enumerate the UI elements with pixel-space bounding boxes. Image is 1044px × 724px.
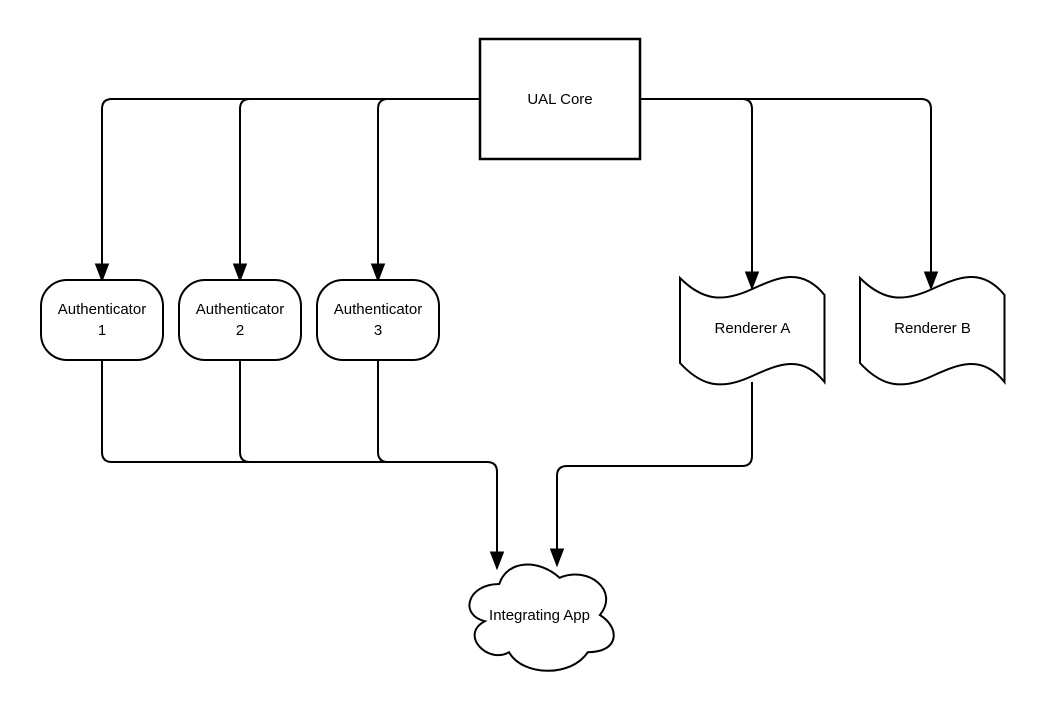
edge-authenticators-integrating-app	[101, 359, 498, 554]
node-authenticator-2	[178, 279, 302, 361]
arrowhead-integrating-app-right	[549, 548, 565, 568]
arrowhead-auth2	[232, 263, 248, 283]
node-authenticator-1	[40, 279, 164, 361]
edge-ualcore-auth1	[101, 98, 480, 266]
edges	[94, 98, 939, 571]
edge-renderer-a-integrating-app	[556, 382, 753, 551]
edge-ualcore-auth3	[377, 98, 389, 266]
node-renderer-b	[859, 275, 1006, 386]
edge-ualcore-renderer-a	[741, 98, 753, 274]
arrowhead-renderer-b	[923, 271, 939, 291]
arrowhead-auth3	[370, 263, 386, 283]
arrowhead-auth1	[94, 263, 110, 283]
node-renderer-a	[679, 275, 826, 386]
node-ual-core	[478, 37, 642, 161]
node-integrating-app	[468, 563, 615, 672]
arrowhead-integrating-app-left	[489, 551, 505, 571]
nodes	[40, 37, 1006, 672]
arrowhead-renderer-a	[744, 271, 760, 291]
edge-ualcore-auth2	[239, 98, 251, 266]
edge-ualcore-renderer-b	[640, 98, 932, 274]
node-authenticator-3	[316, 279, 440, 361]
